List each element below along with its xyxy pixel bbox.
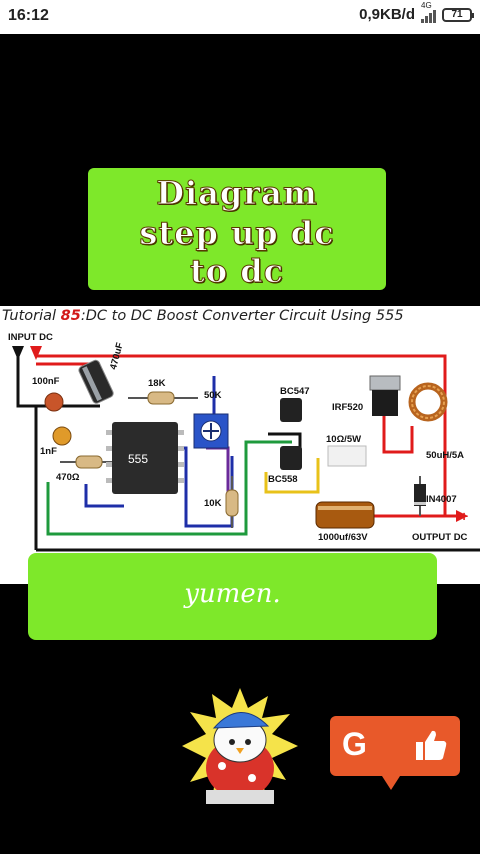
tutorial-number: 85 [60,308,81,324]
label-50uh: 50uH/5A [426,450,465,461]
diode-in4007 [414,476,426,516]
label-1000uf: 1000uf/63V [318,532,368,543]
purple-wire [206,446,230,492]
thumbs-up-icon [416,730,447,760]
label-bc558: BC558 [268,474,298,485]
status-time: 16:12 [8,7,49,24]
title-line-2: step up dc [139,214,335,253]
circuit-diagram: Tutorial 85:DC to DC Boost Converter Cir… [0,306,480,584]
label-irf520: IRF520 [332,402,364,413]
label-470-ohm: 470Ω [56,472,80,483]
input-minus-arrow [12,346,24,360]
label-100nf: 100nF [32,376,60,387]
status-bar: 16:12 0,9KB/d 4G 71 [0,0,480,34]
resistor-18k [128,391,198,405]
ic-555 [106,422,184,494]
label-output-plus: + [460,508,469,524]
signal-icon: 4G [421,1,436,23]
like-letter: G [342,726,367,762]
diagram-title: Tutorial 85:DC to DC Boost Converter Cir… [2,308,404,324]
network-type: 4G [421,0,432,10]
capacitor-100nf [44,392,64,412]
cartoon-sticker [182,688,298,804]
like-button[interactable]: G [330,716,460,790]
resistor-10k [225,476,239,528]
label-bc547: BC547 [280,386,310,397]
transistor-bc558 [280,446,302,470]
label-10ohm: 10Ω/5W [326,434,362,445]
watermark-card: yumen. [28,553,437,640]
output-arrow [456,510,468,522]
blue-wire-1 [84,484,124,508]
resistor-10ohm [327,445,367,467]
capacitor-1nf [52,426,72,446]
status-indicators: 0,9KB/d 4G 71 [359,1,474,23]
label-50k: 50K [204,390,222,401]
green-wire [46,440,292,536]
label-input-dc: INPUT DC [8,332,53,343]
label-in4007: IN4007 [426,494,457,505]
watermark-text: yumen. [184,579,281,609]
capacitor-470uf [78,359,114,404]
penguin-sticker-image [182,688,298,804]
ground-rail [16,346,480,552]
battery-icon: 71 [442,7,474,22]
label-output-dc: OUTPUT DC [412,532,468,543]
label-555: 555 [128,452,149,466]
label-10k: 10K [204,498,222,509]
transistor-bc547 [280,398,302,422]
title-card: Diagram step up dc to dc [88,168,386,291]
blue-wire-2 [176,446,234,528]
input-plus-arrow [30,346,42,360]
inductor-50uh [408,382,448,422]
circuit-schematic [12,346,480,552]
title-line-3: to dc [189,252,285,291]
capacitor-1000uf [315,501,375,529]
potentiometer-50k [193,413,229,449]
label-1nf: 1nF [40,446,57,457]
drain-wire [382,416,414,454]
yellow-wire [264,458,320,494]
network-speed: 0,9KB/d [359,6,415,23]
label-18k: 18K [148,378,166,389]
title-line-1: Diagram [156,174,318,213]
mosfet-irf520 [369,375,401,416]
